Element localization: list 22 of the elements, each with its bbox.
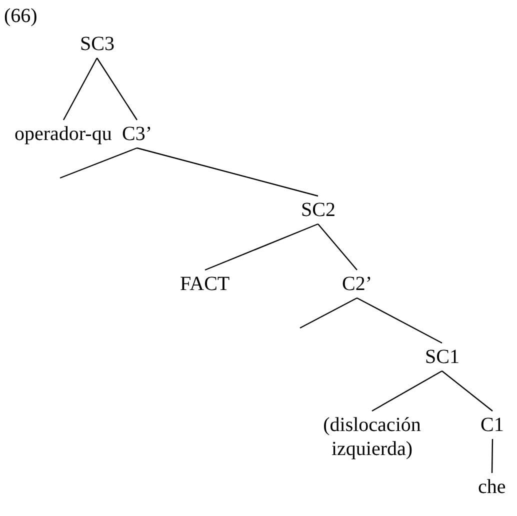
- tree-node-label: (dislocación izquierda): [307, 413, 437, 461]
- tree-node-label: operador-qu: [14, 122, 112, 146]
- tree-branch: [62, 58, 98, 120]
- tree-branch: [491, 439, 494, 473]
- tree-node-label: che: [478, 475, 506, 499]
- tree-node-label: FACT: [180, 272, 230, 296]
- tree-node-label: C1: [480, 413, 504, 437]
- tree-branch: [300, 297, 358, 329]
- tree-branch: [356, 297, 442, 344]
- tree-node-label: C2’: [342, 272, 372, 296]
- example-number: (66): [4, 4, 38, 28]
- tree-node-label: SC3: [80, 32, 114, 56]
- tree-node-label: SC2: [301, 198, 336, 222]
- tree-branch: [372, 370, 442, 412]
- tree-branch: [96, 58, 138, 120]
- tree-branch: [136, 147, 318, 197]
- tree-branch: [204, 223, 318, 271]
- tree-branch: [318, 224, 358, 270]
- tree-node-label: SC1: [425, 345, 460, 369]
- tree-branch: [60, 147, 138, 179]
- tree-branch: [442, 370, 493, 412]
- tree-node-label: C3’: [122, 122, 152, 146]
